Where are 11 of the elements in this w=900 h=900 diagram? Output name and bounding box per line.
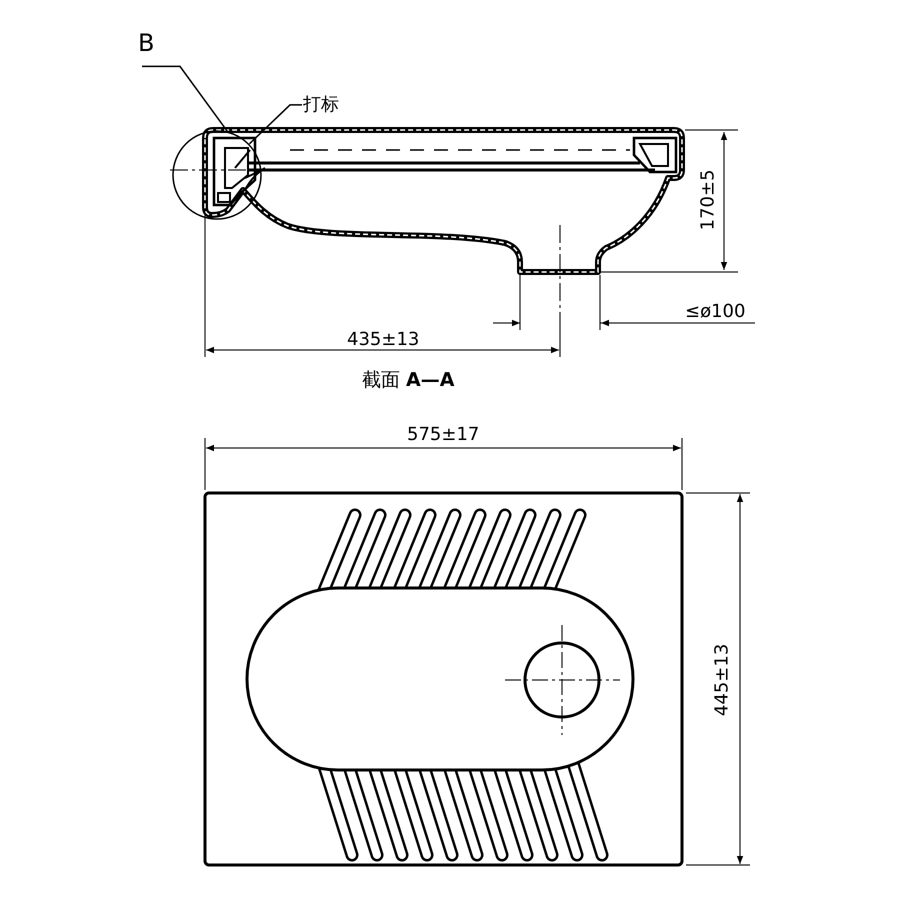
section-title: 截面 A—A [362,370,454,391]
leader-line [142,66,228,132]
leader-line [248,104,302,144]
part-label: 打标 [303,95,339,115]
dimension-text: 445±13 [712,644,732,716]
callout-letter: B [138,30,154,56]
dimension-text: ≤ø100 [685,302,746,322]
dimension-text: 170±5 [698,169,718,230]
detail-circle [172,130,262,220]
dimension-text: 435±13 [347,330,420,350]
dimension-text: 575±17 [407,425,480,445]
